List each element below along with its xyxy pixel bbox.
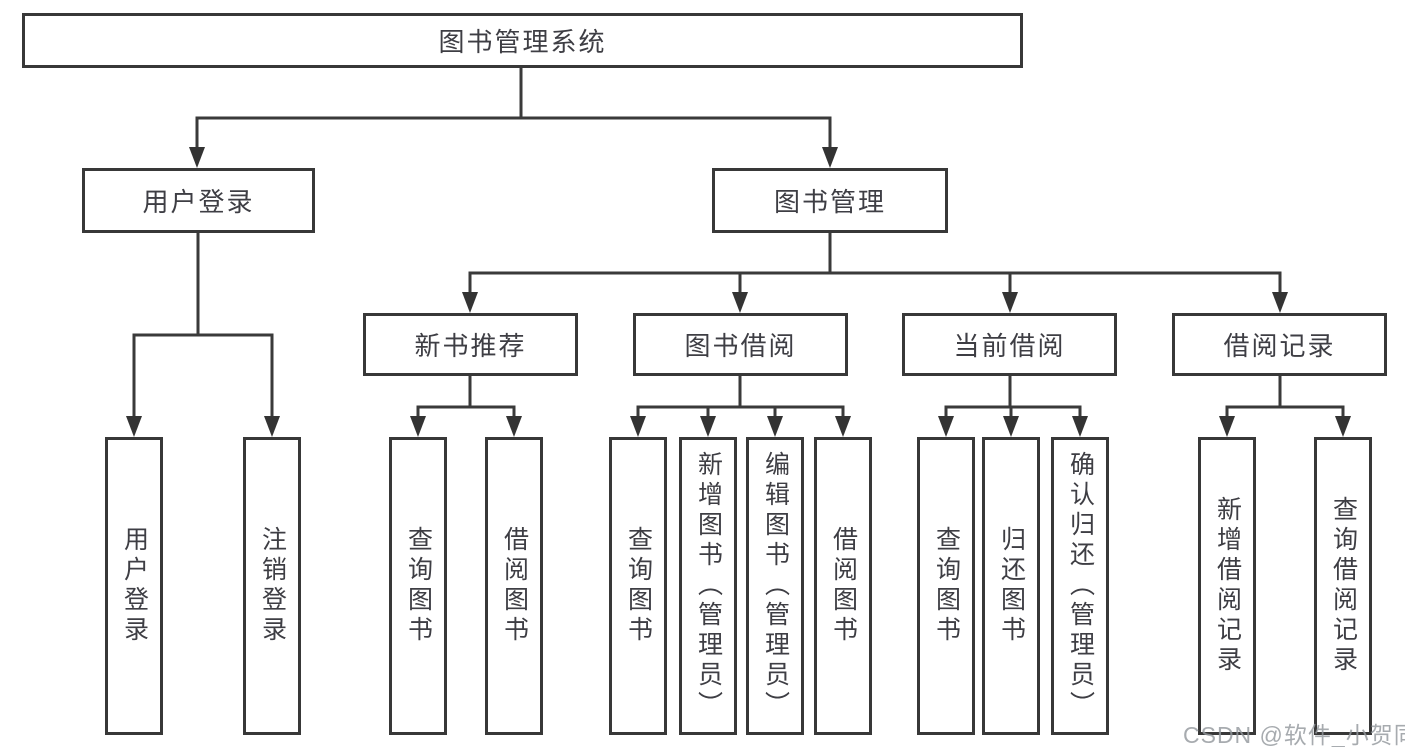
arrowhead: [189, 147, 205, 168]
leaf-borrow-books-recommend: 借阅图书: [485, 437, 543, 735]
leaf-query-books-borrow-label: 查询图书: [624, 526, 653, 646]
arrowhead: [1272, 292, 1288, 313]
arrowhead: [700, 416, 716, 437]
arrowhead: [1072, 416, 1088, 437]
leaf-query-books-borrow: 查询图书: [609, 437, 667, 735]
leaf-logout-label: 注销登录: [258, 526, 287, 646]
node-borrow-records: 借阅记录: [1172, 313, 1387, 376]
node-book-management: 图书管理: [712, 168, 948, 233]
leaf-confirm-return-admin-label: 确认归还（管理员）: [1066, 451, 1095, 721]
arrowhead: [767, 416, 783, 437]
leaf-query-borrow-record-label: 查询借阅记录: [1329, 496, 1358, 676]
arrowhead: [822, 147, 838, 168]
arrowhead: [264, 416, 280, 437]
node-book-borrow: 图书借阅: [633, 313, 848, 376]
node-user-login: 用户登录: [82, 168, 315, 233]
leaf-user-login-label: 用户登录: [120, 526, 149, 646]
node-new-book-recommend: 新书推荐: [363, 313, 578, 376]
csdn-watermark: CSDN @软件_小贺同学: [1183, 722, 1405, 747]
leaf-edit-book-admin: 编辑图书（管理员）: [746, 437, 804, 735]
leaf-user-login: 用户登录: [105, 437, 163, 735]
node-borrow-records-label: 借阅记录: [1223, 331, 1336, 361]
arrowhead: [1219, 416, 1235, 437]
leaf-query-books-current-label: 查询图书: [932, 526, 961, 646]
leaf-add-borrow-record-label: 新增借阅记录: [1213, 496, 1242, 676]
node-book-borrow-label: 图书借阅: [684, 331, 797, 361]
connector-current-borrow-span: [944, 405, 1082, 419]
node-root-label: 图书管理系统: [438, 27, 607, 57]
connector-borrow-records-span: [1225, 405, 1345, 419]
node-new-book-recommend-label: 新书推荐: [414, 331, 527, 361]
leaf-borrow-books-label: 借阅图书: [829, 526, 858, 646]
arrowhead: [1003, 416, 1019, 437]
leaf-query-borrow-record: 查询借阅记录: [1314, 437, 1372, 735]
arrowhead: [835, 416, 851, 437]
leaf-return-book-label: 归还图书: [997, 526, 1026, 646]
arrowhead: [938, 416, 954, 437]
connector-new-book-span: [416, 405, 516, 419]
connector-book-borrow-span: [636, 405, 845, 419]
connector-book-mgmt-span: [468, 271, 1282, 295]
node-book-management-label: 图书管理: [773, 187, 886, 217]
node-root: 图书管理系统: [22, 13, 1023, 68]
node-user-login-label: 用户登录: [142, 187, 255, 217]
leaf-add-borrow-record: 新增借阅记录: [1198, 437, 1256, 735]
leaf-borrow-books: 借阅图书: [814, 437, 872, 735]
arrowhead: [630, 416, 646, 437]
leaf-confirm-return-admin: 确认归还（管理员）: [1051, 437, 1109, 735]
leaf-return-book: 归还图书: [982, 437, 1040, 735]
arrowhead: [1335, 416, 1351, 437]
arrowhead: [462, 292, 478, 313]
connector-root-span: [195, 116, 832, 150]
connector-user-login-span: [132, 333, 274, 419]
arrowhead: [126, 416, 142, 437]
node-current-borrow: 当前借阅: [902, 313, 1117, 376]
leaf-logout: 注销登录: [243, 437, 301, 735]
leaf-add-book-admin: 新增图书（管理员）: [679, 437, 737, 735]
arrowhead: [410, 416, 426, 437]
leaf-edit-book-admin-label: 编辑图书（管理员）: [761, 451, 790, 721]
leaf-borrow-books-recommend-label: 借阅图书: [500, 526, 529, 646]
arrowhead: [732, 292, 748, 313]
arrowhead: [506, 416, 522, 437]
leaf-query-books-current: 查询图书: [917, 437, 975, 735]
node-current-borrow-label: 当前借阅: [953, 331, 1066, 361]
leaf-query-books-recommend: 查询图书: [389, 437, 447, 735]
leaf-add-book-admin-label: 新增图书（管理员）: [694, 451, 723, 721]
arrowhead: [1002, 292, 1018, 313]
leaf-query-books-recommend-label: 查询图书: [404, 526, 433, 646]
